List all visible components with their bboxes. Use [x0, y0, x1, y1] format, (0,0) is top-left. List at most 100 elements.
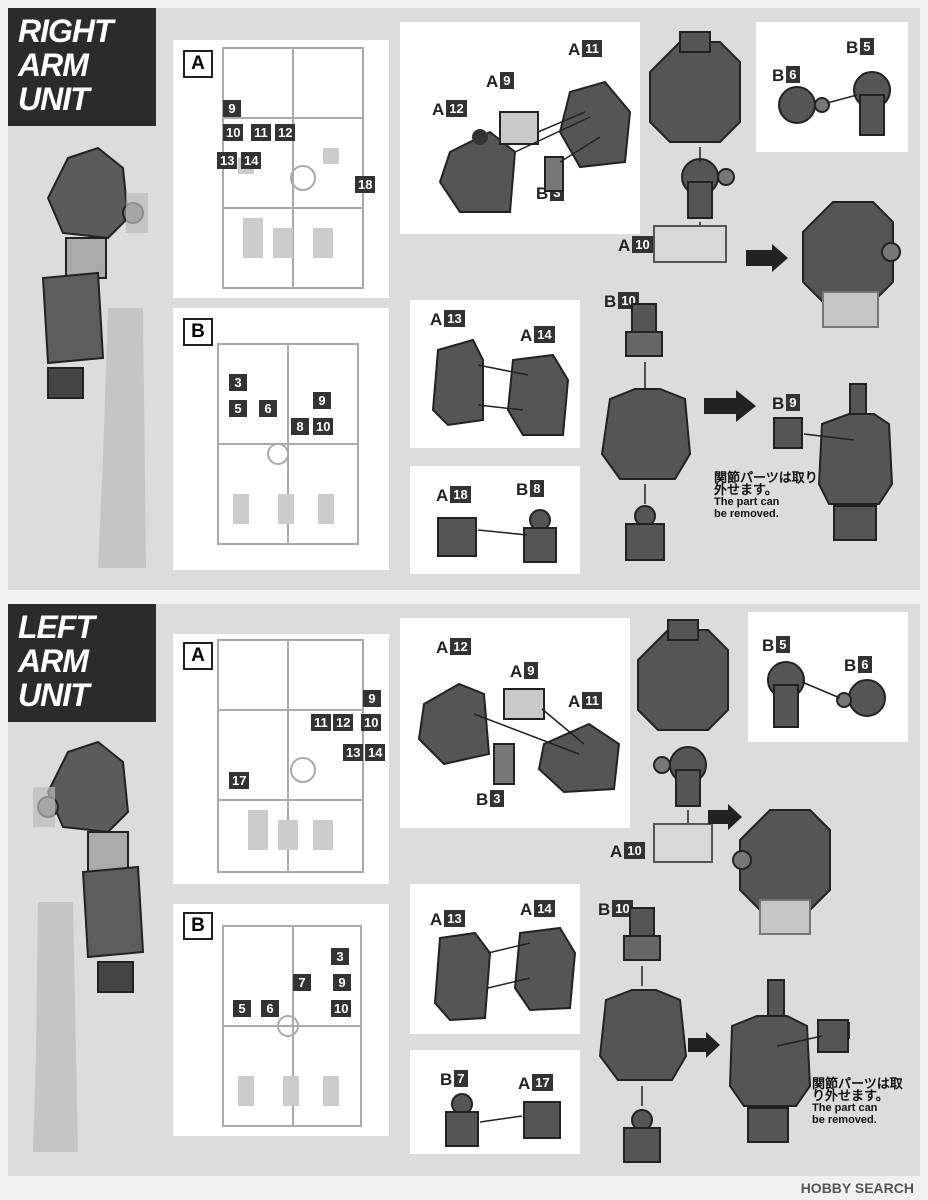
forearm-assembly-illustration: [598, 907, 688, 1163]
forearm-parts-illustration: [433, 926, 577, 1022]
watermark: HOBBY SEARCH: [800, 1180, 914, 1196]
part-tag: 9: [333, 974, 351, 991]
step-shoulder-assembly-panel: [640, 22, 750, 292]
shoulder-joint-illustration: [778, 71, 891, 136]
part-tag: 13: [343, 744, 364, 761]
part-tag: 9: [223, 100, 241, 117]
left-arm-section: LEFT ARM UNIT A 9 11 12 10 13 14 17: [8, 604, 920, 1176]
section-title: RIGHT ARM UNIT: [8, 8, 156, 126]
part-tag: 17: [229, 772, 250, 789]
runner-a-panel: A 9 11 12 10 13 14 17: [173, 634, 389, 884]
right-arm-section: RIGHT ARM UNIT A 9 10 11 12 13: [8, 8, 920, 590]
hand-parts-illustration: [445, 1093, 561, 1147]
part-tag: 11: [251, 124, 271, 141]
runner-letter: B: [183, 912, 213, 940]
arrow-right-icon: [746, 244, 788, 272]
removable-part-note: 関節パーツは取り外せます。 The part can be removed.: [714, 470, 818, 520]
part-tag: 3: [229, 374, 247, 391]
shoulder-assembly-illustration: [649, 31, 741, 244]
forearm-complete-illustration: [773, 383, 894, 541]
runner-b-diagram: [217, 343, 359, 545]
runner-a-panel: A 9 10 11 12 13 14 18: [173, 40, 389, 298]
part-tag: 14: [365, 744, 386, 761]
arm-preview-illustration: [33, 740, 145, 1152]
part-tag: 5: [229, 400, 247, 417]
forearm-parts-illustration: [431, 338, 570, 436]
runner-b-panel: B 3 7 9 5 6 10: [173, 904, 389, 1136]
runner-letter: B: [183, 318, 213, 346]
assembled-shoulder-illustration: [732, 809, 831, 935]
part-tag: 9: [313, 392, 331, 409]
assembled-shoulder-illustration: [802, 201, 901, 328]
runner-b-diagram: [222, 925, 362, 1127]
part-tag: 6: [261, 1000, 279, 1017]
part-tag: 13: [217, 152, 238, 169]
shoulder-joint-illustration: [767, 661, 886, 728]
part-tag: 12: [275, 124, 296, 141]
forearm-complete-illustration: [728, 979, 849, 1143]
arm-preview-illustration: [41, 146, 148, 568]
part-tag: 10: [331, 1000, 352, 1017]
part-tag: 3: [331, 948, 349, 965]
arrow-right-icon: [688, 1032, 720, 1058]
joint-part-a10-illustration: [653, 823, 713, 863]
runner-a-diagram: [222, 47, 364, 289]
part-tag: 9: [363, 690, 381, 707]
part-tag: 6: [259, 400, 277, 417]
arrow-right-icon: [704, 390, 756, 422]
part-tag: 11: [311, 714, 331, 731]
part-tag: 10: [361, 714, 382, 731]
joint-part-a10-illustration: [653, 225, 727, 263]
upper-arm-parts-illustration: [438, 80, 632, 213]
shoulder-assembly-illustration: [637, 619, 729, 825]
part-tag: 14: [241, 152, 262, 169]
runner-letter: A: [183, 642, 213, 670]
part-tag: 18: [355, 176, 376, 193]
part-tag: 10: [223, 124, 244, 141]
part-tag: 12: [333, 714, 354, 731]
part-tag: 5: [233, 1000, 251, 1017]
removable-part-note: 関節パーツは取り外せます。 The part can be removed.: [812, 1076, 903, 1126]
upper-arm-parts-illustration: [417, 682, 621, 794]
section-title: LEFT ARM UNIT: [8, 604, 156, 722]
part-tag: 8: [291, 418, 309, 435]
runner-letter: A: [183, 50, 213, 78]
arrow-right-icon: [708, 804, 742, 830]
runner-b-panel: B 3 5 6 9 8 10: [173, 308, 389, 570]
forearm-assembly-illustration: [600, 303, 692, 561]
hand-parts-illustration: [437, 509, 557, 563]
part-tag: 10: [313, 418, 334, 435]
